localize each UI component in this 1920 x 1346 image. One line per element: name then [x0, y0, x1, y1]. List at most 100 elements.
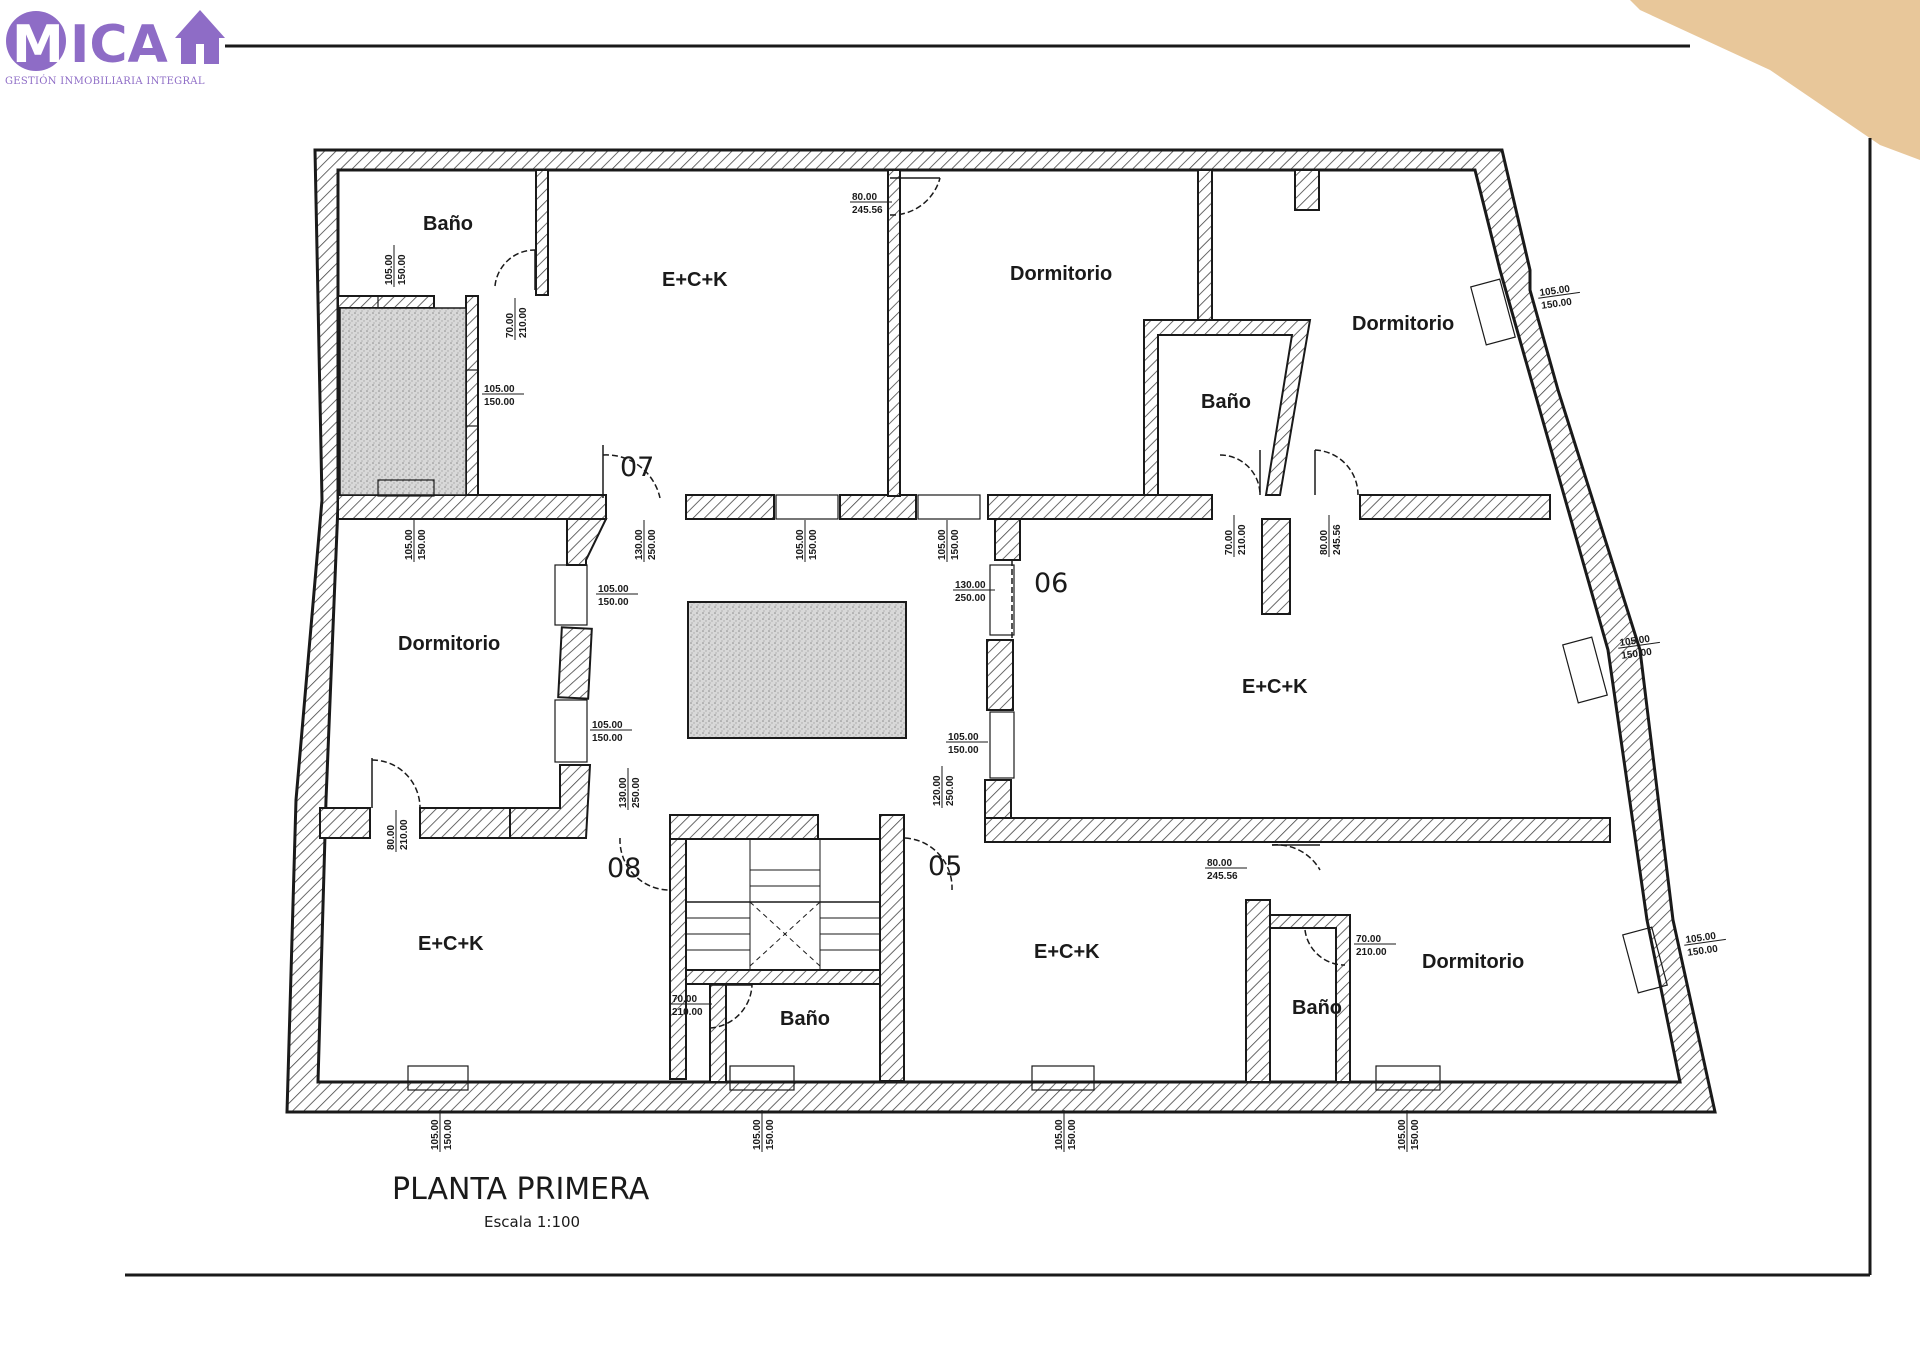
plan-scale: Escala 1:100 [484, 1213, 580, 1231]
dimension-value: 150.00 [484, 397, 515, 408]
dimension-rule [1538, 291, 1580, 299]
unit-05-label: 05 [928, 851, 962, 882]
dimension-value: 70.00 [505, 313, 516, 338]
brand-logo-m: M [12, 15, 64, 75]
dimension-value: 150.00 [765, 1119, 776, 1150]
brand-logo: M ICA GESTIÓN INMOBILIARIA INTEGRAL [5, 10, 225, 87]
dimension-value: 105.00 [430, 1119, 441, 1150]
dimension-d_05_80: 80.00 245.56 [1205, 858, 1247, 882]
dimension-value: 105.00 [948, 732, 979, 743]
dimension-value: 245.56 [1332, 524, 1343, 555]
dimension-value: 150.00 [1067, 1119, 1078, 1150]
dimension-value: 130.00 [618, 777, 629, 808]
dimension-value: 105.00 [384, 254, 395, 285]
room-dormitorio-1: Dormitorio [1010, 263, 1112, 285]
dimension-value: 150.00 [948, 745, 979, 756]
dimension-rule [1684, 938, 1726, 946]
dimension-value: 245.56 [1207, 871, 1238, 882]
dimension-value: 150.00 [1410, 1119, 1421, 1150]
patio-left [339, 307, 467, 496]
dimension-value: 105.00 [592, 720, 623, 731]
dimension-d_hall_left_win2: 105.00 150.00 [946, 732, 988, 756]
room-dormitorio-3: Dormitorio [398, 633, 500, 655]
dimension-value: 105.00 [1539, 284, 1571, 299]
dimension-value: 250.00 [945, 775, 956, 806]
dimension-value: 210.00 [399, 819, 410, 850]
dimension-value: 150.00 [592, 733, 623, 744]
skylight-center [687, 601, 907, 739]
dimension-value: 150.00 [808, 529, 819, 560]
dimension-d_patio_win: 105.00 150.00 [482, 384, 524, 408]
dimension-value: 150.00 [417, 529, 428, 560]
dimension-value: 250.00 [647, 529, 658, 560]
room-bano-1: Baño [423, 213, 473, 235]
dimension-value: 80.00 [1319, 530, 1330, 555]
dimension-value: 80.00 [386, 825, 397, 850]
dimension-value: 210.00 [518, 307, 529, 338]
brand-logo-rest: ICA [70, 15, 168, 75]
dimension-value: 150.00 [1541, 297, 1573, 312]
brand-tagline: GESTIÓN INMOBILIARIA INTEGRAL [5, 75, 205, 87]
dimension-value: 105.00 [752, 1119, 763, 1150]
dimension-value: 150.00 [397, 254, 408, 285]
dimension-value: 150.00 [443, 1119, 454, 1150]
outer-walls [285, 148, 1717, 1114]
dimension-value: 105.00 [404, 529, 415, 560]
dimension-value: 80.00 [852, 192, 877, 203]
staircase [685, 838, 881, 971]
dimension-value: 150.00 [950, 529, 961, 560]
dimension-value: 105.00 [484, 384, 515, 395]
room-dormitorio-4: Dormitorio [1422, 951, 1524, 973]
unit-07-label: 07 [620, 452, 654, 483]
dimension-value: 210.00 [1356, 947, 1387, 958]
dimension-d_bano4_door: 70.00 210.00 [1354, 934, 1396, 958]
room-bano-2: Baño [1201, 391, 1251, 413]
dimension-value: 150.00 [1687, 944, 1719, 959]
unit-08-label: 08 [607, 853, 641, 884]
dimension-d_dorm3_win_low: 105.00 150.00 [590, 720, 632, 744]
door-swings [371, 177, 1359, 1029]
dimension-value: 105.00 [598, 584, 629, 595]
dimension-value: 70.00 [672, 994, 697, 1005]
dimension-value: 120.00 [932, 775, 943, 806]
room-dormitorio-2: Dormitorio [1352, 313, 1454, 335]
dimension-value: 150.00 [1621, 647, 1653, 662]
dimension-value: 105.00 [1685, 931, 1717, 946]
dimension-value: 130.00 [955, 580, 986, 591]
dimension-value: 250.00 [631, 777, 642, 808]
unit-06-label: 06 [1034, 568, 1068, 599]
interior-walls [319, 169, 1611, 1083]
dimension-value: 70.00 [1356, 934, 1381, 945]
dimension-value: 210.00 [1237, 524, 1248, 555]
dimension-value: 105.00 [1397, 1119, 1408, 1150]
dimension-value: 105.00 [937, 529, 948, 560]
dimension-value: 130.00 [634, 529, 645, 560]
windows [377, 278, 1668, 1091]
dimension-value: 80.00 [1207, 858, 1232, 869]
dimension-value: 70.00 [1224, 530, 1235, 555]
room-bano-3: Baño [780, 1008, 830, 1030]
room-ecck-1: E+C+K [662, 269, 728, 291]
room-ecck-4: E+C+K [1034, 941, 1100, 963]
dimension-value: 150.00 [598, 597, 629, 608]
paper-corner [1630, 0, 1920, 160]
